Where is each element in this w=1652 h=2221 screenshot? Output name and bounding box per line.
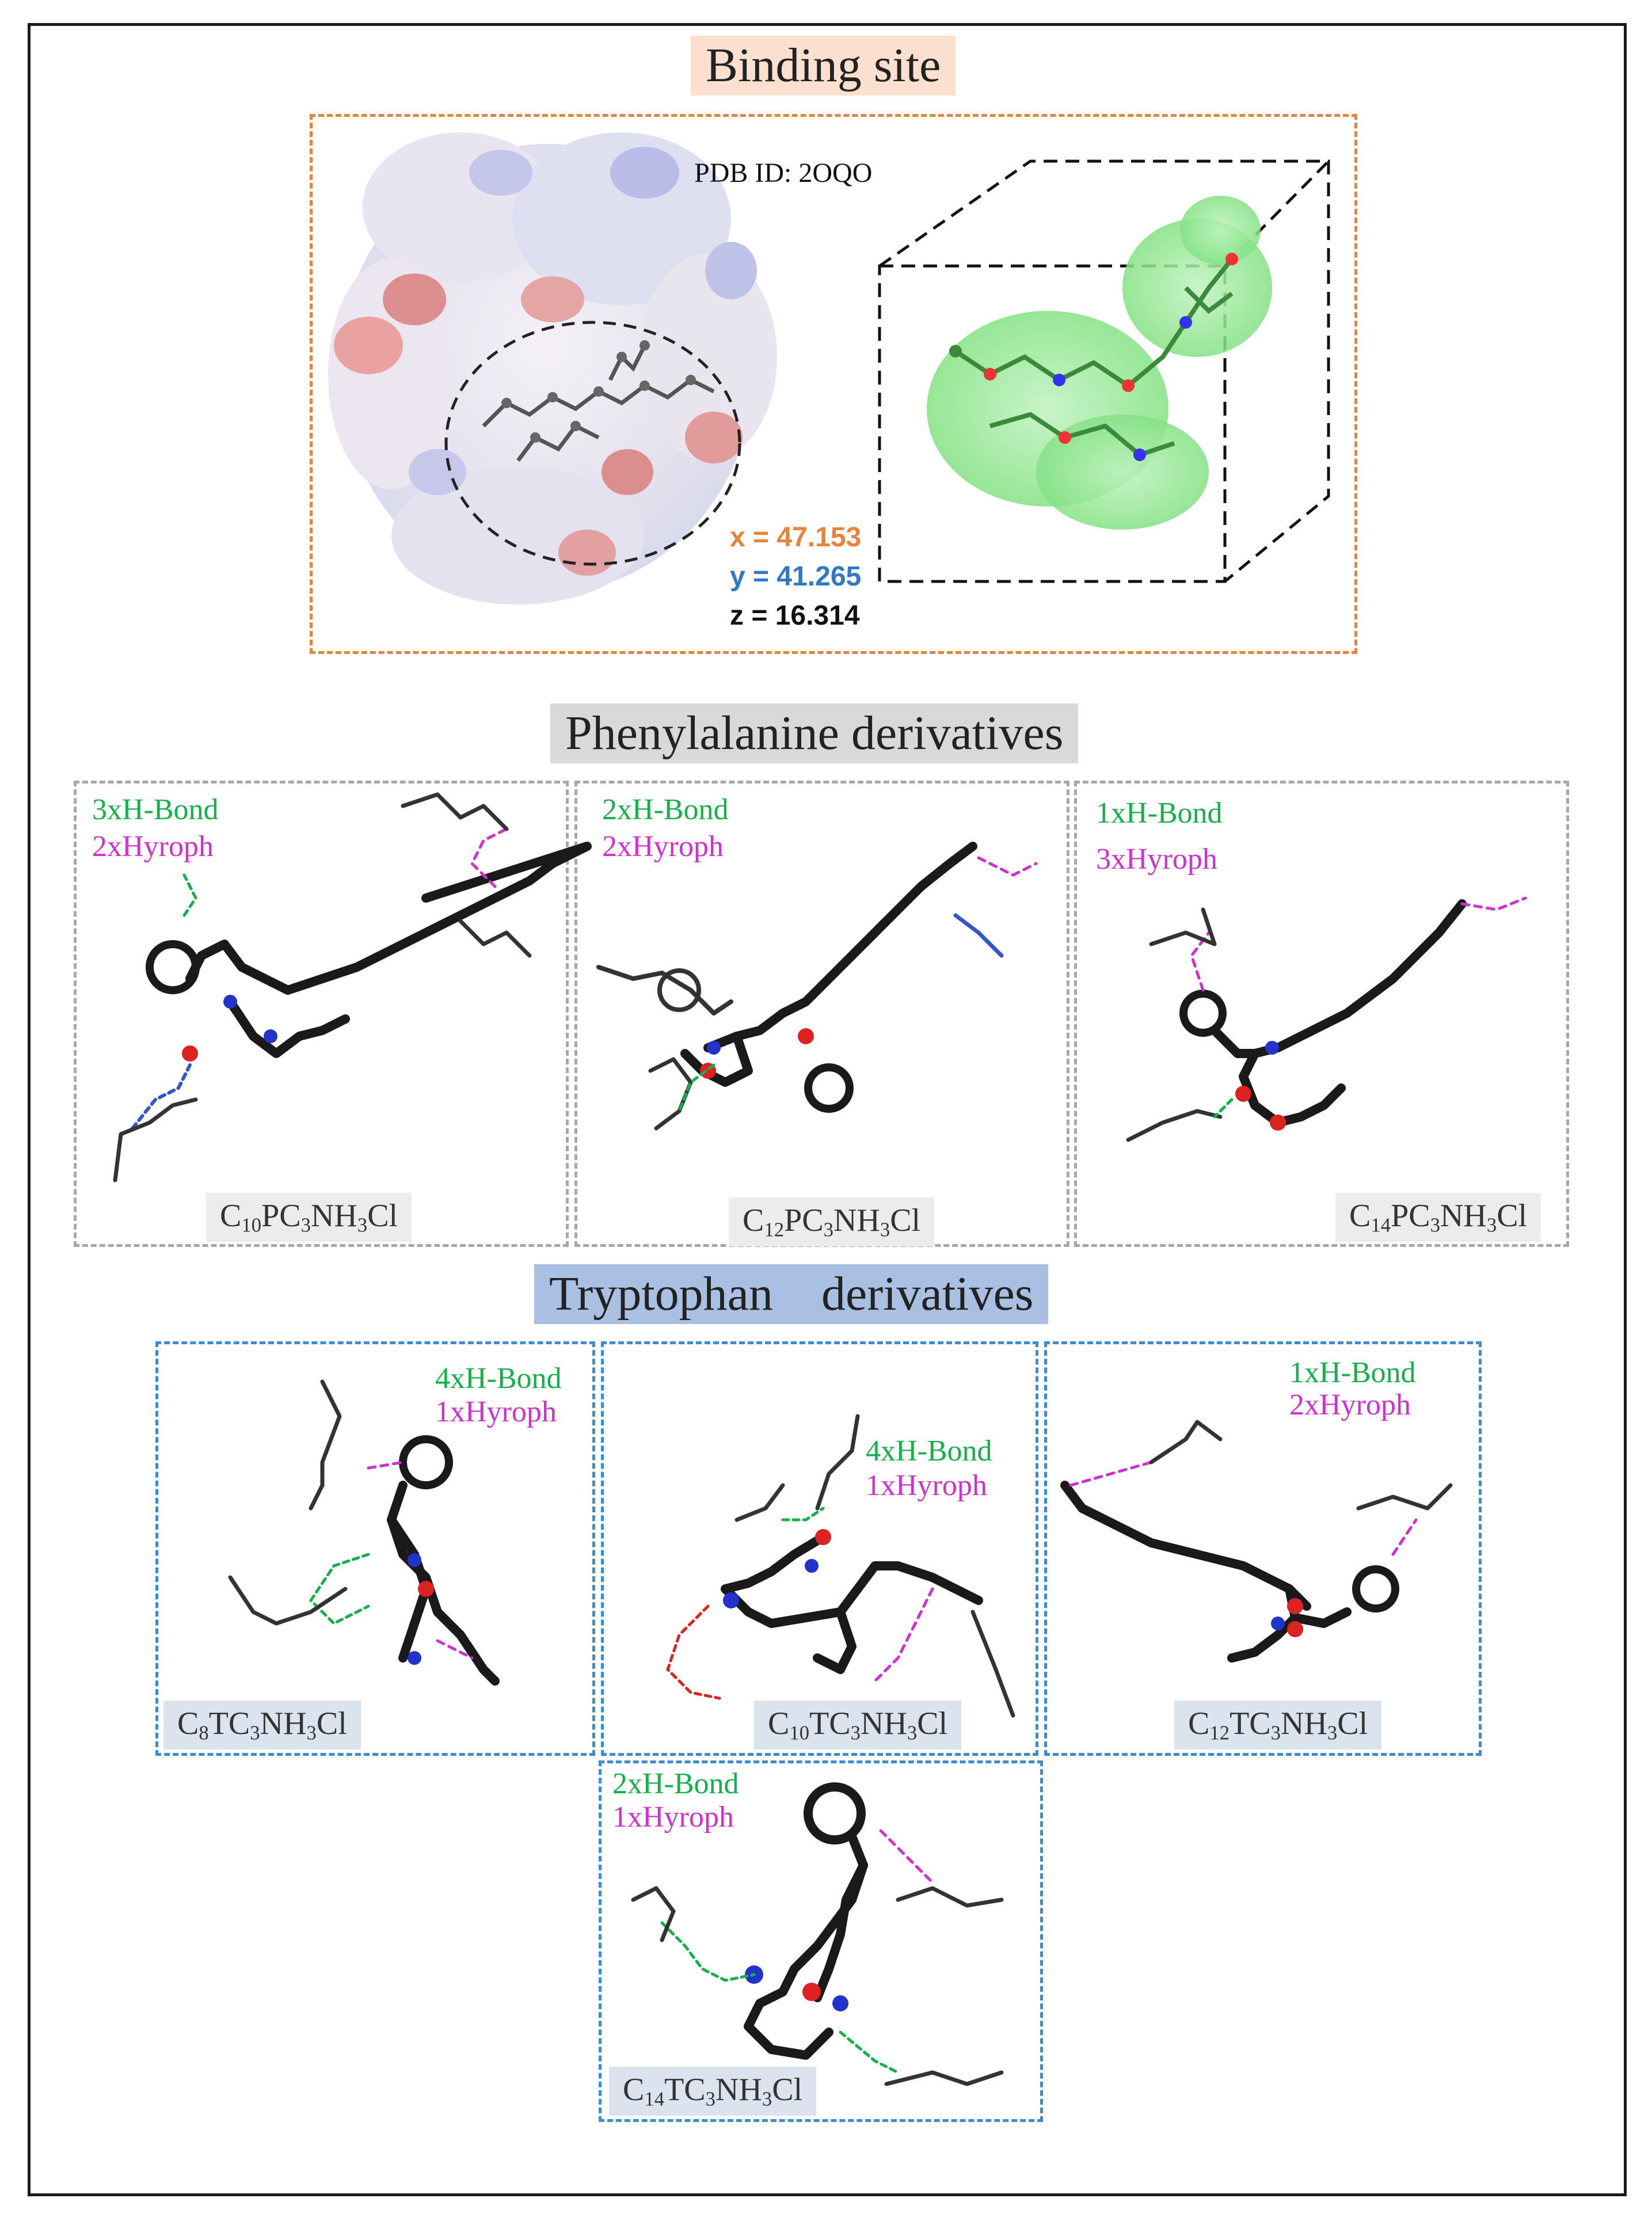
trp-3-hydroph: 2xHyroph xyxy=(1289,1389,1411,1421)
protein-surface xyxy=(328,132,777,604)
phe-3-compound: C14PC3NH3Cl xyxy=(1335,1193,1541,1242)
trp-2-ligand xyxy=(666,1414,1015,1718)
tryptophan-title: Tryptophan derivatives xyxy=(534,1264,1049,1325)
trp-4-hydroph: 1xHyroph xyxy=(612,1801,734,1834)
phenylalanine-title: Phenylalanine derivatives xyxy=(550,703,1079,764)
trp-1-hbond: 4xH-Bond xyxy=(435,1362,562,1395)
trp-panel-1 xyxy=(155,1341,595,1756)
ligand-atoms-colored xyxy=(949,253,1238,461)
figure-frame xyxy=(28,23,1627,2196)
phe-2-hydroph: 2xHyroph xyxy=(602,830,724,863)
trp-panel-3 xyxy=(1044,1341,1482,1756)
ligand-surface xyxy=(927,196,1272,530)
phe-2-compound: C12PC3NH3Cl xyxy=(729,1197,935,1246)
trp-1-compound: C8TC3NH3Cl xyxy=(163,1701,361,1750)
trp-3-hbond: 1xH-Bond xyxy=(1289,1356,1416,1389)
trp-3-ligand xyxy=(1060,1420,1453,1663)
coord-x: x = 47.153 xyxy=(730,522,862,553)
phe-2-hbond: 2xH-Bond xyxy=(602,793,729,826)
trp-1-hydroph: 1xHyroph xyxy=(435,1395,557,1428)
trp-4-ligand xyxy=(631,1782,1004,2086)
trp-2-compound: C10TC3NH3Cl xyxy=(754,1701,962,1750)
coord-z: z = 16.314 xyxy=(730,600,860,631)
phe-3-hydroph: 3xHyroph xyxy=(1096,843,1217,876)
phe-2-ligand xyxy=(596,842,1038,1131)
pocket-ellipse xyxy=(444,321,741,566)
trp-4-compound: C14TC3NH3Cl xyxy=(609,2067,817,2116)
trp-panel-4 xyxy=(599,1760,1043,2122)
trp-1-ligand xyxy=(228,1379,500,1686)
phe-3-hbond: 1xH-Bond xyxy=(1096,797,1223,830)
binding-site-title: Binding site xyxy=(691,36,956,96)
pdb-id-label: PDB ID: 2OQO xyxy=(694,158,873,188)
phe-1-ligand xyxy=(113,792,592,1182)
phe-1-compound: C10PC3NH3Cl xyxy=(206,1193,412,1242)
trp-2-hydroph: 1xHyroph xyxy=(866,1469,987,1502)
phe-1-hydroph: 2xHyroph xyxy=(92,830,214,863)
binding-site-box xyxy=(310,114,1357,654)
phe-1-hbond: 3xH-Bond xyxy=(92,793,219,826)
trp-3-compound: C12TC3NH3Cl xyxy=(1174,1701,1382,1750)
phe-3-ligand xyxy=(1126,896,1527,1142)
phe-panel-3 xyxy=(1074,781,1569,1247)
trp-panel-2 xyxy=(601,1341,1038,1756)
ligand-atoms xyxy=(501,340,696,443)
coord-y: y = 41.265 xyxy=(730,561,862,592)
phe-panel-1 xyxy=(74,781,569,1247)
trp-4-hbond: 2xH-Bond xyxy=(612,1767,739,1800)
trp-2-hbond: 4xH-Bond xyxy=(866,1435,992,1467)
